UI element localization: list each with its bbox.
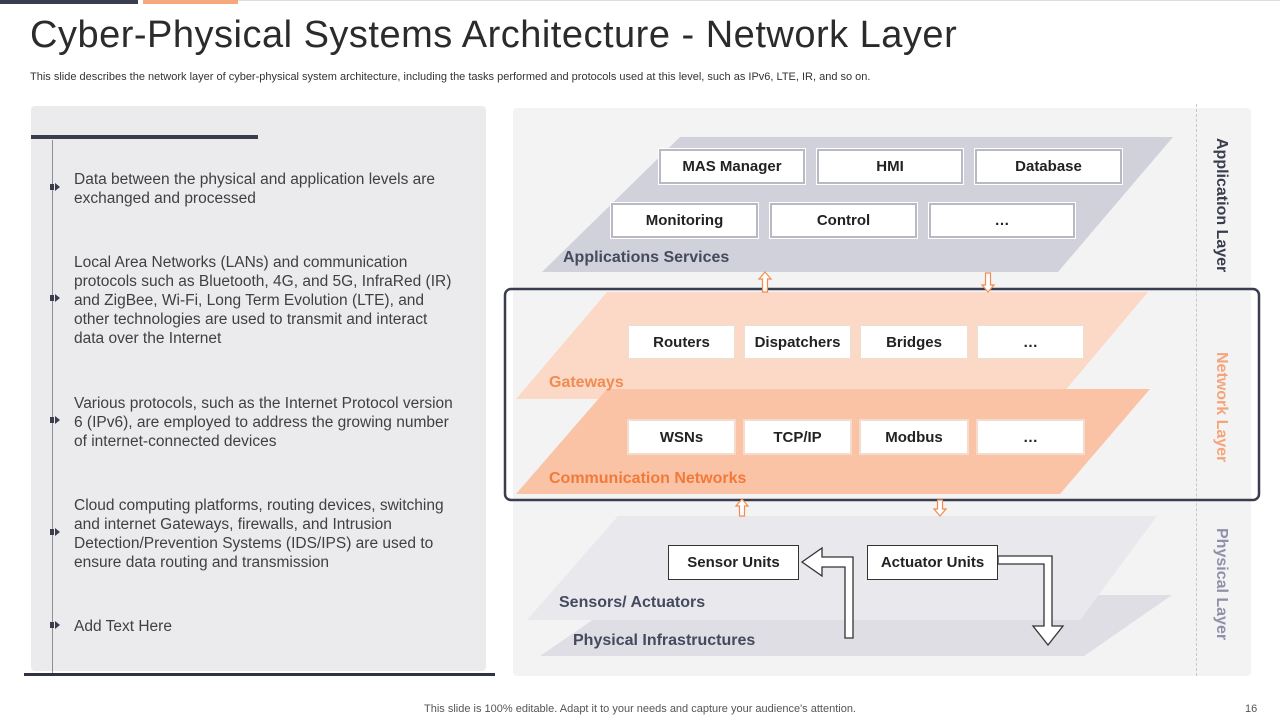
bullet-arrow-icon [47, 291, 61, 305]
panel-accent-bar [31, 135, 258, 139]
wsns-box: WSNs [627, 419, 736, 455]
timeline-line [52, 140, 53, 676]
mas-manager-box: MAS Manager [658, 148, 806, 185]
hmi-box: HMI [816, 148, 964, 185]
network-layer-label: Network Layer [1213, 352, 1230, 463]
arrow-down-icon [997, 555, 1065, 647]
routers-box: Routers [627, 324, 736, 360]
more-networks-box: … [976, 419, 1085, 455]
panel-bottom-line [24, 673, 495, 676]
arrow-to-sensor-units-icon [800, 546, 854, 639]
modbus-box: Modbus [859, 419, 969, 455]
bullet-arrow-icon [47, 618, 61, 632]
down-arrow-icon [980, 272, 996, 293]
sensors-actuators-layer [527, 516, 1157, 620]
control-box: Control [769, 202, 918, 239]
description-panel [31, 106, 486, 671]
bullet-arrow-icon [47, 525, 61, 539]
monitoring-box: Monitoring [610, 202, 759, 239]
bullet-text: Various protocols, such as the Internet … [74, 395, 453, 450]
more-gateways-box: … [976, 324, 1085, 360]
bridges-box: Bridges [859, 324, 969, 360]
top-accent-dark [0, 0, 138, 4]
tcp-ip-box: TCP/IP [743, 419, 852, 455]
up-arrow-icon [734, 498, 750, 517]
actuator-units-box: Actuator Units [867, 545, 998, 580]
footer-note: This slide is 100% editable. Adapt it to… [424, 703, 856, 715]
applications-services-label: Applications Services [563, 249, 730, 266]
bullet-text: Add Text Here [74, 618, 172, 635]
more-services-box: … [928, 202, 1076, 239]
bullet-arrow-icon [47, 413, 61, 427]
top-accent-line [238, 0, 1280, 1]
page-number: 16 [1245, 703, 1258, 715]
bullet-text: Cloud computing platforms, routing devic… [74, 497, 444, 571]
physical-infrastructures-label: Physical Infrastructures [573, 632, 756, 649]
sensors-actuators-label: Sensors/ Actuators [559, 594, 706, 611]
page-subtitle: This slide describes the network layer o… [30, 71, 871, 83]
bullet-text: Local Area Networks (LANs) and communica… [74, 254, 452, 347]
up-arrow-icon [757, 271, 773, 293]
communication-networks-label: Communication Networks [549, 470, 747, 487]
page-title: Cyber-Physical Systems Architecture - Ne… [30, 14, 958, 56]
dispatchers-box: Dispatchers [743, 324, 852, 360]
database-box: Database [974, 148, 1123, 185]
network-layer-frame [503, 287, 1261, 502]
layer-divider [1196, 104, 1197, 676]
physical-layer-label: Physical Layer [1213, 528, 1230, 641]
gateways-label: Gateways [549, 374, 624, 391]
sensor-units-box: Sensor Units [668, 545, 799, 580]
bullet-arrow-icon [47, 180, 61, 194]
bullet-text: Data between the physical and applicatio… [74, 171, 436, 207]
top-accent-orange [143, 0, 238, 4]
down-arrow-icon [932, 499, 948, 517]
application-layer-label: Application Layer [1213, 138, 1230, 273]
